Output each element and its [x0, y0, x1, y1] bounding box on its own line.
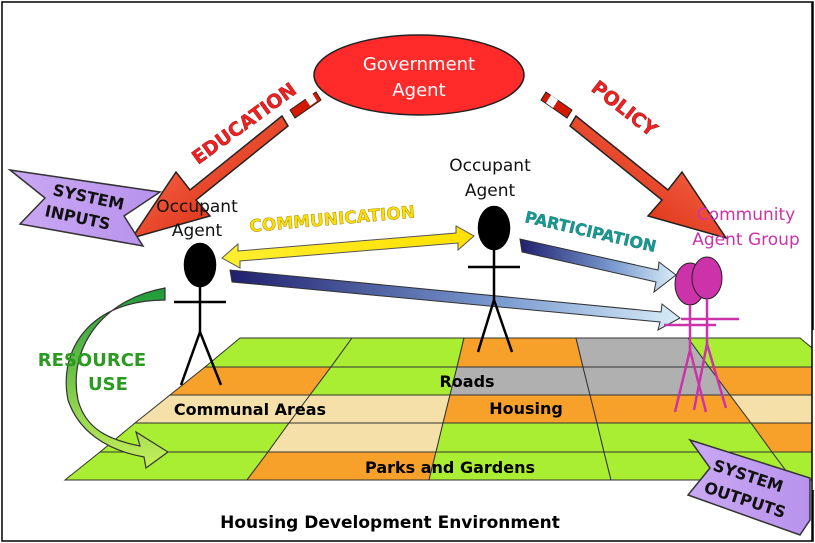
system-inputs-shape	[7, 168, 163, 248]
resource-use-arrow	[65, 287, 170, 470]
government-label-line1: Government	[363, 54, 475, 75]
grid-cell	[596, 422, 773, 453]
policy-arrow	[540, 91, 728, 240]
occupant-left-line1: Occupant	[156, 197, 238, 217]
occupant-center-line1: Occupant	[449, 156, 531, 176]
communication-arrow	[221, 225, 475, 269]
resource-use-line1: RESOURCE	[38, 350, 146, 371]
occupant-center-line2: Agent	[465, 181, 516, 201]
grid-cell	[589, 394, 752, 424]
grid-cell	[330, 337, 465, 368]
community-group-figures	[664, 256, 739, 413]
grid-cell	[729, 394, 815, 424]
footer-title: Housing Development Environment	[220, 513, 560, 533]
grid-cell	[309, 366, 458, 396]
community-line1: Community	[697, 205, 795, 225]
grid-cell	[708, 366, 815, 396]
roads-label: Roads	[439, 372, 494, 391]
education-arrow	[130, 91, 322, 240]
grid-cell	[582, 366, 731, 396]
participation-arrow	[519, 238, 677, 294]
occupant-center-figure	[468, 205, 520, 353]
grid-cell	[63, 451, 269, 481]
grid-cell	[456, 337, 584, 368]
grid-cell	[750, 422, 815, 453]
grid-edge-mask	[812, 330, 815, 490]
communal-areas-label: Communal Areas	[174, 400, 326, 419]
grid-cell	[267, 422, 444, 453]
parks-and-gardens-label: Parks and Gardens	[365, 458, 535, 477]
occupant-left-line2: Agent	[172, 221, 223, 241]
housing-label: Housing	[489, 399, 563, 418]
resource-use-line2: USE	[88, 374, 128, 395]
ground-grid	[63, 337, 815, 481]
government-label-line2: Agent	[392, 80, 445, 101]
occupant-left-figure	[174, 242, 226, 386]
grid-cell	[435, 422, 605, 453]
system-outputs-shape	[686, 438, 811, 536]
grid-cell	[687, 337, 815, 368]
community-line2: Agent Group	[692, 230, 799, 250]
government-agent-ellipse	[313, 34, 525, 116]
